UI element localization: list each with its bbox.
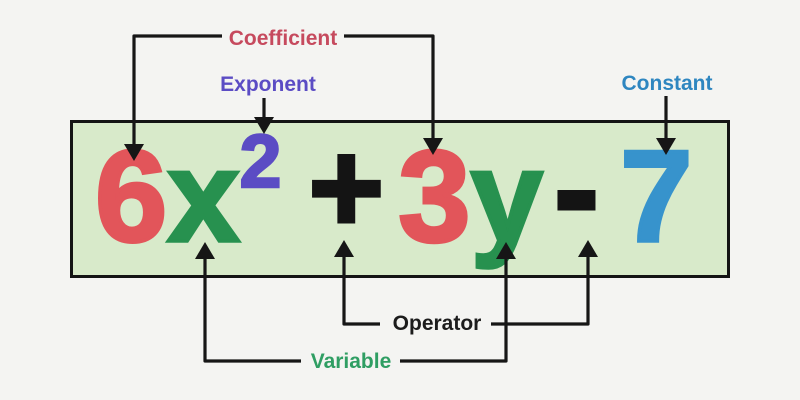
operator-minus: -: [552, 116, 600, 262]
operator-plus: +: [307, 114, 386, 260]
exponent-2: 2: [238, 119, 282, 203]
coefficient-label: Coefficient: [228, 27, 338, 50]
constant-label: Constant: [621, 72, 713, 95]
variable-y: y: [469, 123, 545, 269]
coefficient-6: 6: [93, 123, 169, 269]
variable-x: x: [166, 123, 242, 269]
constant-7: 7: [618, 123, 694, 269]
variable-label: Variable: [310, 350, 392, 373]
exponent-label: Exponent: [220, 73, 316, 96]
coefficient-3: 3: [397, 123, 473, 269]
expression: 6 x 2 + 3 y - 7: [93, 120, 694, 269]
operator-label: Operator: [392, 312, 482, 335]
